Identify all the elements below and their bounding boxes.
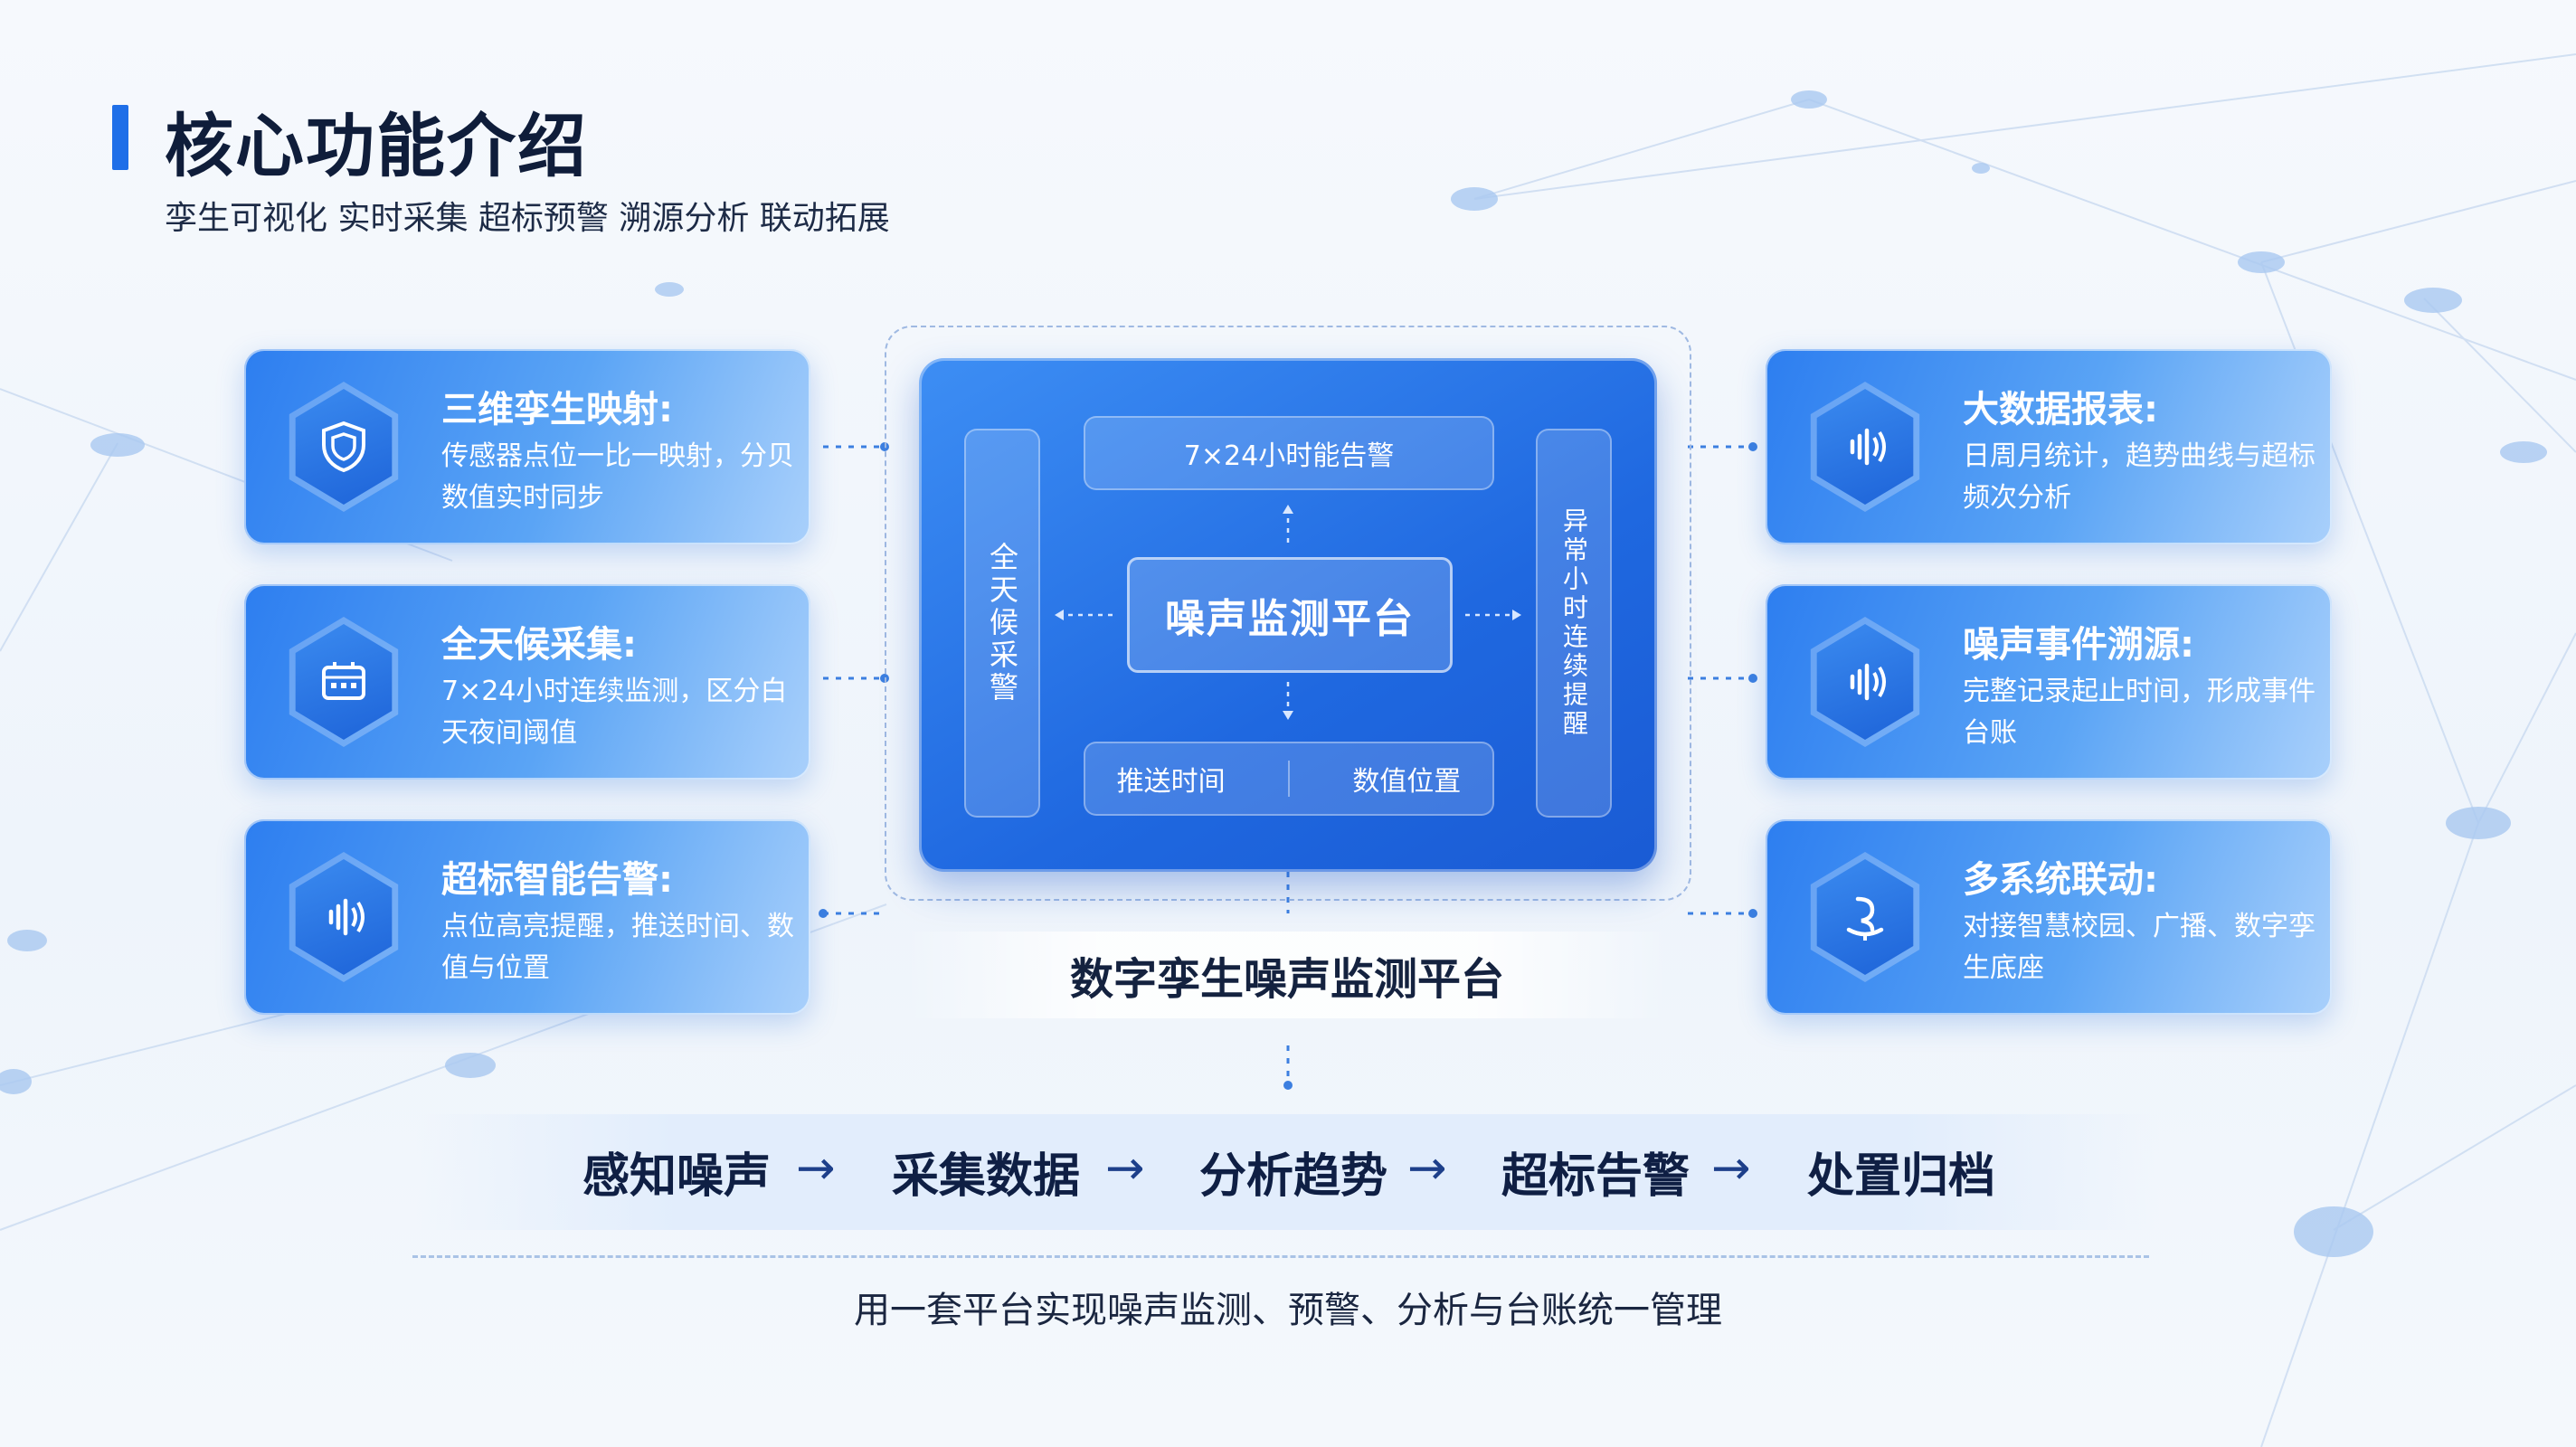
feature-card-multi-system-linkage[interactable]: 多系统联动: 对接智慧校园、广播、数字孪生底座 (1766, 819, 2332, 1015)
feature-card-smart-alarm[interactable]: 超标智能告警: 点位高亮提醒，推送时间、数值与位置 (244, 819, 810, 1015)
card-title: 噪声事件溯源: (1963, 624, 2194, 666)
flow-step: 处置归档 (1807, 1149, 1996, 1204)
flow-arrow: → (796, 1141, 836, 1196)
top-box: 7×24小时能告警 (1084, 416, 1494, 490)
card-desc: 传感器点位一比一映射，分贝数值实时同步 (441, 440, 794, 514)
title-accent-bar (112, 105, 128, 170)
card-title: 多系统联动: (1963, 859, 2158, 901)
left-box-label: 全天候采警 (985, 542, 1019, 705)
flow-arrow: → (1711, 1141, 1751, 1196)
bottom-box-left-label: 推送时间 (1116, 766, 1226, 798)
left-vertical-box: 全天候采警 (964, 429, 1040, 818)
footer-summary: 用一套平台实现噪声监测、预警、分析与台账统一管理 (854, 1290, 1722, 1331)
flow-step: 超标告警 (1501, 1149, 1690, 1204)
card-desc: 对接智慧校园、广播、数字孪生底座 (1963, 911, 2316, 984)
collector-device-icon (289, 617, 399, 747)
card-title: 大数据报表: (1963, 389, 2158, 430)
shield-icon (289, 382, 399, 512)
top-box-label: 7×24小时能告警 (1183, 440, 1395, 472)
bottom-box-right-label: 数值位置 (1352, 766, 1462, 798)
feature-card-big-data-report[interactable]: 大数据报表: 日周月统计，趋势曲线与超标频次分析 (1766, 349, 2332, 544)
page-title: 核心功能介绍 (165, 106, 588, 186)
flow-arrow: → (1407, 1141, 1447, 1196)
feature-card-3d-mapping[interactable]: 三维孪生映射: 传感器点位一比一映射，分贝数值实时同步 (244, 349, 810, 544)
card-desc: 日周月统计，趋势曲线与超标频次分析 (1963, 440, 2316, 514)
feature-card-event-tracing[interactable]: 噪声事件溯源: 完整记录起止时间，形成事件台账 (1766, 584, 2332, 780)
flow-arrow: → (1105, 1141, 1145, 1196)
linkage-icon (1810, 852, 1920, 982)
card-desc: 7×24小时连续监测，区分白天夜间阈值 (441, 676, 788, 749)
card-title: 三维孪生映射: (441, 389, 673, 430)
center-platform-panel (919, 358, 1657, 872)
process-flow-band (416, 1114, 2160, 1230)
card-desc: 完整记录起止时间，形成事件台账 (1963, 676, 2316, 749)
bottom-box: 推送时间 数值位置 (1084, 742, 1494, 816)
card-title: 超标智能告警: (441, 859, 673, 901)
right-vertical-box: 异常小时连续提醒 (1536, 429, 1612, 818)
sound-wave-icon (1810, 617, 1920, 747)
platform-label: 数字孪生噪声监测平台 (904, 932, 1670, 1018)
flow-step: 分析趋势 (1199, 1149, 1388, 1204)
card-title: 全天候采集: (441, 624, 637, 666)
sound-wave-icon (289, 852, 399, 982)
dashed-divider (412, 1255, 2149, 1258)
feature-card-all-day-collection[interactable]: 全天候采集: 7×24小时连续监测，区分白天夜间阈值 (244, 584, 810, 780)
page-subtitle: 孪生可视化 实时采集 超标预警 溯源分析 联动拓展 (165, 200, 890, 237)
flow-step: 感知噪声 (582, 1149, 772, 1204)
bottom-box-divider (1287, 761, 1290, 797)
flow-step: 采集数据 (892, 1149, 1081, 1204)
card-desc: 点位高亮提醒，推送时间、数值与位置 (441, 911, 794, 984)
sound-wave-icon (1810, 382, 1920, 512)
core-platform-box[interactable]: 噪声监测平台 (1127, 557, 1453, 673)
right-box-label: 异常小时连续提醒 (1559, 507, 1589, 739)
center-dashed-frame (885, 326, 1691, 901)
